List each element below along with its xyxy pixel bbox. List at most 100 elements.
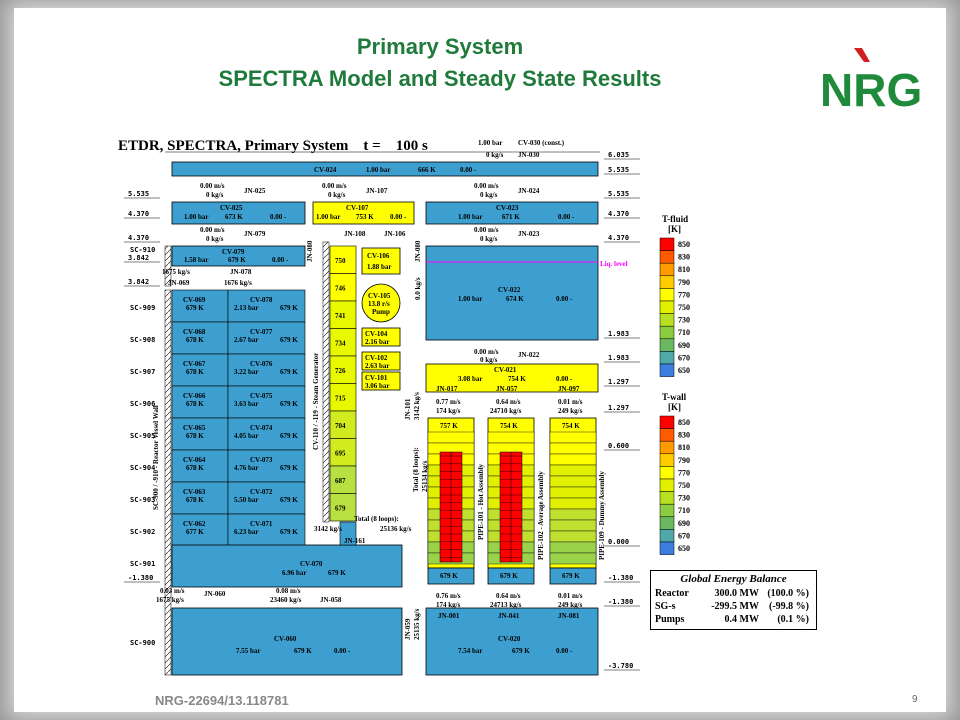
dc-right-name: CV-072	[250, 488, 273, 496]
elevation-right: 1.983	[608, 354, 629, 362]
sg-cell-temp: 679	[335, 505, 346, 513]
core-node	[549, 453, 597, 466]
slide-title-line1: Primary System	[356, 34, 524, 59]
legend-level: 790	[678, 278, 690, 287]
nrg-logo-text: NRG	[820, 64, 922, 114]
cv-023-name: CV-023	[496, 204, 519, 212]
legend-title: T-fluid	[662, 214, 688, 224]
cv-107-temp: 753 K	[356, 213, 374, 221]
sg-cell-temp: 704	[335, 422, 346, 430]
sc-label: SC-910	[130, 246, 155, 254]
flow-hot-top-vel: 0.77 m/s	[436, 398, 461, 406]
jn-025-flow: 0 kg/s	[206, 191, 224, 199]
legend-level: 770	[678, 290, 690, 299]
sg-label: CV-110 / -119 - Steam Generator	[312, 353, 320, 450]
elevation-left: -1.380	[128, 574, 153, 582]
legend-level: 850	[678, 418, 690, 427]
cv-070-temp: 679 K	[328, 569, 346, 577]
elevation-right: 5.535	[608, 166, 629, 174]
legend-swatch	[659, 516, 675, 530]
core-node	[549, 464, 597, 477]
dc-left-temp: 677 K	[186, 528, 204, 536]
jn-001-label: JN-001	[438, 612, 460, 620]
dc-right-name: CV-075	[250, 392, 273, 400]
core-node	[549, 442, 597, 455]
jn-107-vel: 0.00 m/s	[322, 182, 347, 190]
elevation-left: 3.842	[128, 278, 149, 286]
dc-right-cell	[227, 449, 306, 483]
sg-lower-pipe	[339, 521, 357, 546]
dc-left-cell	[171, 289, 229, 323]
cv-102	[361, 351, 401, 371]
core-node	[549, 431, 597, 444]
jn-101-name: JN-101	[404, 398, 412, 420]
core-node	[549, 530, 597, 543]
legend-level: 710	[678, 328, 690, 337]
sc-label: SC-905	[130, 432, 155, 440]
dc-right-name: CV-071	[250, 520, 273, 528]
dc-left-name: CV-063	[183, 488, 206, 496]
dc-right-cell	[227, 353, 306, 387]
legend-swatch	[659, 351, 675, 365]
elevation-left: 4.370	[128, 210, 149, 218]
dc-left-cell	[171, 417, 229, 451]
dc-right-pressure: 6.23 bar	[234, 528, 259, 536]
legend-unit: [K]	[668, 402, 681, 412]
jn-161-flow: 3142 kg/s	[314, 525, 342, 533]
elevation-right: 4.370	[608, 210, 629, 218]
jn-079-name: JN-079	[244, 230, 266, 238]
elevation-right: -1.380	[608, 574, 633, 582]
jn-081-label: JN-081	[558, 612, 580, 620]
legend-swatch	[659, 300, 675, 314]
legend-swatch	[659, 440, 675, 455]
sc-label: SC-901	[130, 560, 155, 568]
cv-024-temp: 666 K	[418, 166, 436, 174]
energy-balance-title: Global Energy Balance	[680, 573, 787, 585]
sc-label: SC-909	[130, 304, 155, 312]
dc-right-temp: 679 K	[280, 464, 298, 472]
cv-101	[361, 371, 401, 391]
vessel-wall-upper	[164, 245, 172, 287]
core-node	[549, 552, 597, 565]
cv-025-name: CV-025	[220, 204, 243, 212]
cv-022-temp: 674 K	[506, 295, 524, 303]
dc-right-temp: 679 K	[280, 304, 298, 312]
hot-top-temp: 757 K	[440, 422, 458, 430]
jn-069-flow: 1676 kg/s	[224, 279, 252, 287]
dc-right-pressure: 4.05 bar	[234, 432, 259, 440]
legend-title: T-wall	[662, 392, 687, 402]
sg-cell	[329, 493, 357, 522]
jn-023-vel: 0.00 m/s	[474, 226, 499, 234]
core-node	[549, 497, 597, 510]
dc-left-temp: 678 K	[186, 336, 204, 344]
dc-left-temp: 678 K	[186, 464, 204, 472]
elevation-right: 5.535	[608, 190, 629, 198]
page-number: 9	[912, 694, 918, 705]
dc-right-name: CV-076	[250, 360, 273, 368]
cv-102-name: CV-102	[365, 354, 388, 362]
sc-label: SC-902	[130, 528, 155, 536]
sg-cell-temp: 715	[335, 395, 346, 403]
core-node	[549, 486, 597, 499]
dc-left-temp: 678 K	[186, 368, 204, 376]
cv-020	[425, 607, 599, 676]
flow-hot-bot-mass: 174 kg/s	[436, 601, 461, 609]
legend-swatch	[659, 415, 675, 429]
cv-023-temp: 671 K	[502, 213, 520, 221]
cv-104-name: CV-104	[365, 330, 388, 338]
hot-bot-temp: 679 K	[440, 572, 458, 580]
sc-label: SC-904	[130, 464, 155, 472]
dc-left-name: CV-068	[183, 328, 206, 336]
dc-left-cell	[171, 385, 229, 419]
jn-080-label: JN-080	[306, 240, 314, 262]
elevation-right: 6.035	[608, 151, 629, 159]
core-dum-label: PIPE-109 - Dummy Assembly	[598, 471, 606, 560]
cv-020-void: 0.00 -	[556, 647, 573, 655]
flow-dum-bot-mass: 249 kg/s	[558, 601, 583, 609]
jn-059-name: JN-059	[404, 618, 412, 640]
core-inlet	[427, 567, 475, 585]
dc-right-name: CV-074	[250, 424, 273, 432]
legend-level: 650	[678, 544, 690, 553]
dc-right-cell	[227, 385, 306, 419]
